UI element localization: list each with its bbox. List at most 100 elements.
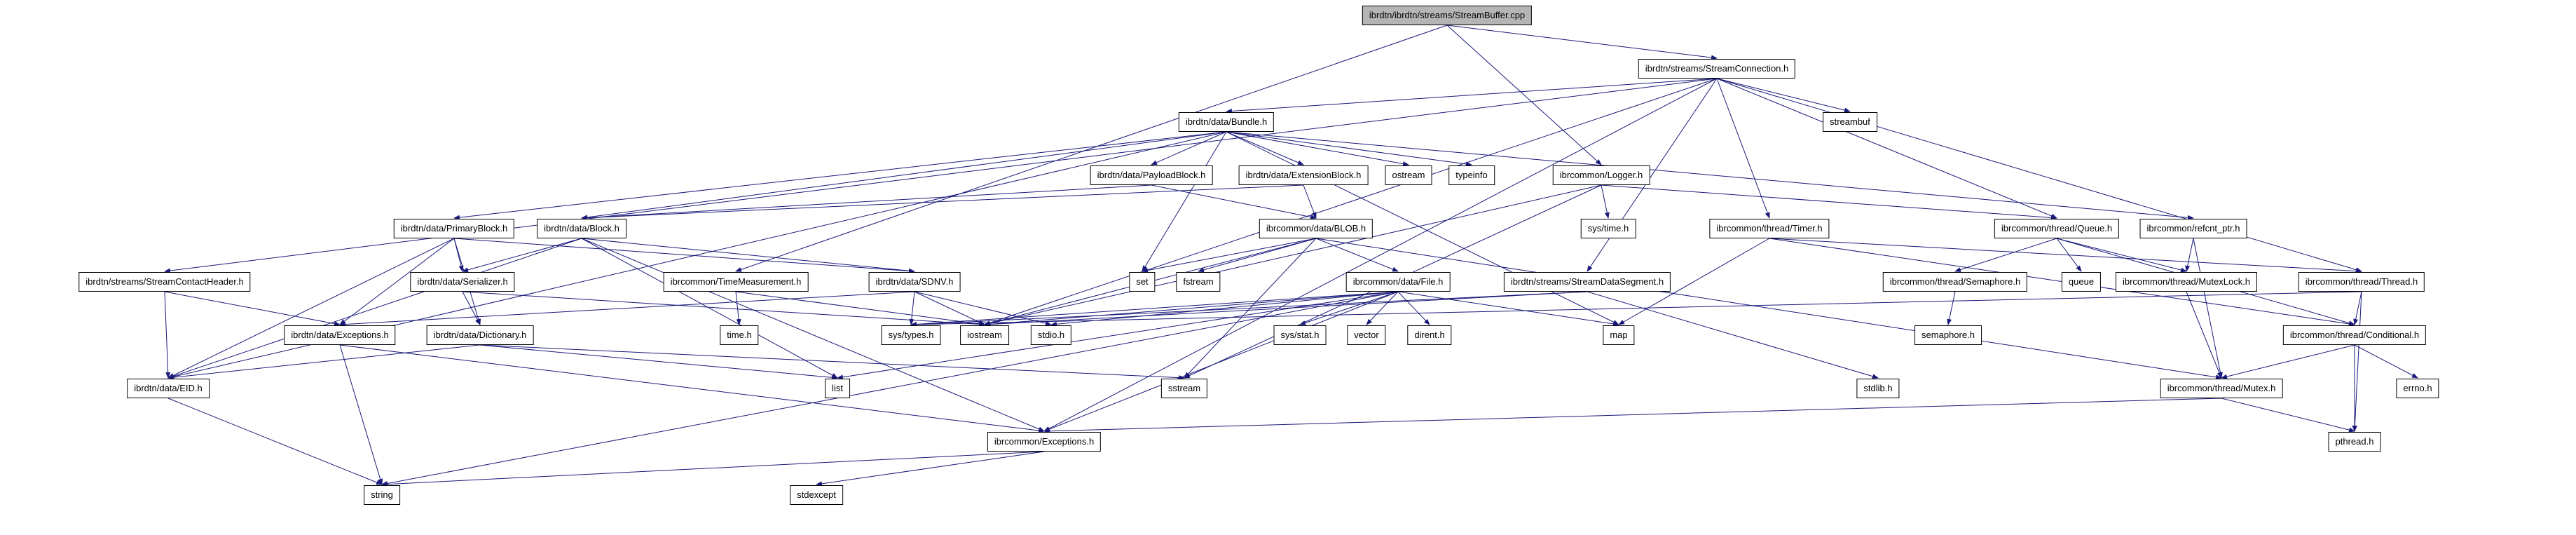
graph-node-file_h[interactable]: ibrcommon/data/File.h bbox=[1345, 272, 1451, 292]
graph-node-mutex_h[interactable]: ibrcommon/thread/Mutex.h bbox=[2160, 379, 2283, 398]
include-edge-bundle_h-to-typeinfo bbox=[1226, 131, 1472, 167]
include-edge-thread_h-to-conditional_h bbox=[2353, 291, 2362, 325]
include-edge-blob_h-to-fstream bbox=[1198, 238, 1317, 273]
graph-node-map[interactable]: map bbox=[1603, 325, 1635, 345]
include-edge-streamdatasegment_h-to-stdlib_h bbox=[1587, 291, 1879, 379]
include-edge-semaphore_h-to-semaphore_std_h bbox=[1947, 291, 1956, 325]
include-edge-payloadblock_h-to-blob_h bbox=[1151, 184, 1317, 219]
include-edge-mutexlock_h-to-mutex_h bbox=[2186, 291, 2222, 379]
include-edge-logger_h-to-queue_h bbox=[1601, 184, 2057, 220]
include-edge-streamconnection_h-to-streamcontactheader_h bbox=[164, 78, 1718, 273]
include-edge-thread_h-to-pthread_h bbox=[2352, 291, 2362, 432]
graph-node-time_h[interactable]: time.h bbox=[720, 325, 759, 345]
include-edge-mutex_h-to-pthread_h bbox=[2221, 398, 2355, 433]
include-edge-primaryblock_h-to-sdnv_h bbox=[453, 238, 915, 273]
graph-node-stdlib_h[interactable]: stdlib.h bbox=[1856, 379, 1900, 398]
graph-node-block_h[interactable]: ibrdtn/data/Block.h bbox=[537, 219, 626, 238]
graph-node-queue_std[interactable]: queue bbox=[2061, 272, 2102, 292]
include-edge-primaryblock_h-to-exceptions_dtn_h bbox=[339, 238, 455, 325]
include-edge-thread_h-to-sys_types_h bbox=[910, 291, 2362, 327]
include-edge-payloadblock_h-to-block_h bbox=[581, 184, 1152, 221]
graph-node-string[interactable]: string bbox=[364, 485, 400, 505]
include-edge-exceptions_common_h-to-string bbox=[381, 451, 1045, 487]
graph-node-list[interactable]: list bbox=[825, 379, 850, 398]
graph-node-serializer_h[interactable]: ibrdtn/data/Serializer.h bbox=[410, 272, 515, 292]
include-edge-mutex_h-to-exceptions_common_h bbox=[1043, 398, 2222, 434]
include-edge-streamconnection_h-to-timer_h bbox=[1716, 78, 1770, 219]
include-edge-bundle_h-to-map bbox=[1226, 131, 1619, 325]
graph-node-mutexlock_h[interactable]: ibrcommon/thread/MutexLock.h bbox=[2115, 272, 2258, 292]
include-edge-streamconnection_h-to-bundle_h bbox=[1226, 78, 1718, 114]
include-edge-file_h-to-map bbox=[1397, 291, 1619, 327]
include-edge-streambuffer_cpp-to-timemeasurement_h bbox=[735, 25, 1448, 272]
graph-node-queue_h[interactable]: ibrcommon/thread/Queue.h bbox=[1994, 219, 2120, 238]
graph-node-timer_h[interactable]: ibrcommon/thread/Timer.h bbox=[1709, 219, 1830, 238]
graph-node-iostream[interactable]: iostream bbox=[960, 325, 1009, 345]
graph-node-timemeasurement_h[interactable]: ibrcommon/TimeMeasurement.h bbox=[663, 272, 809, 292]
graph-node-dictionary_h[interactable]: ibrdtn/data/Dictionary.h bbox=[426, 325, 534, 345]
include-edge-block_h-to-serializer_h bbox=[462, 238, 582, 273]
include-edge-streamconnection_h-to-iostream bbox=[984, 78, 1718, 325]
include-edge-refcnt_ptr_h-to-mutexlock_h bbox=[2185, 238, 2194, 272]
graph-node-streamcontactheader_h[interactable]: ibrdtn/streams/StreamContactHeader.h bbox=[78, 272, 251, 292]
graph-node-eid_h[interactable]: ibrdtn/data/EID.h bbox=[127, 379, 210, 398]
include-edge-streamdatasegment_h-to-iostream bbox=[984, 291, 1588, 327]
graph-node-errno_h[interactable]: errno.h bbox=[2396, 379, 2439, 398]
graph-node-refcnt_ptr_h[interactable]: ibrcommon/refcnt_ptr.h bbox=[2139, 219, 2247, 238]
include-edge-streambuffer_cpp-to-streamconnection_h bbox=[1446, 25, 1718, 60]
include-edge-extensionblock_h-to-blob_h bbox=[1303, 184, 1317, 219]
include-edge-timemeasurement_h-to-iostream bbox=[735, 291, 985, 327]
graph-node-semaphore_std_h[interactable]: semaphore.h bbox=[1914, 325, 1982, 345]
graph-node-streamconnection_h[interactable]: ibrdtn/streams/StreamConnection.h bbox=[1638, 59, 1796, 79]
include-edge-logger_h-to-iostream bbox=[984, 184, 1602, 326]
include-edge-sdnv_h-to-iostream bbox=[914, 291, 985, 325]
include-edge-conditional_h-to-errno_h bbox=[2354, 344, 2418, 379]
include-edge-exceptions_common_h-to-stdexcept bbox=[816, 451, 1045, 487]
include-edge-file_h-to-vector bbox=[1366, 291, 1399, 325]
graph-node-bundle_h[interactable]: ibrdtn/data/Bundle.h bbox=[1178, 112, 1275, 132]
graph-node-fstream[interactable]: fstream bbox=[1176, 272, 1221, 292]
include-edge-queue_h-to-queue_std bbox=[2056, 238, 2082, 272]
include-edge-timer_h-to-thread_h bbox=[1769, 238, 2362, 274]
graph-node-blob_h[interactable]: ibrcommon/data/BLOB.h bbox=[1259, 219, 1373, 238]
graph-node-thread_h[interactable]: ibrcommon/thread/Thread.h bbox=[2298, 272, 2425, 292]
graph-node-primaryblock_h[interactable]: ibrdtn/data/PrimaryBlock.h bbox=[393, 219, 515, 238]
graph-node-set[interactable]: set bbox=[1129, 272, 1156, 292]
include-edge-primaryblock_h-to-serializer_h bbox=[453, 238, 464, 272]
include-edge-sdnv_h-to-stdio_h bbox=[914, 291, 1052, 326]
graph-node-exceptions_dtn_h[interactable]: ibrdtn/data/Exceptions.h bbox=[284, 325, 396, 345]
graph-node-streambuffer_cpp[interactable]: ibrdtn/ibrdtn/streams/StreamBuffer.cpp bbox=[1362, 6, 1533, 25]
include-edge-serializer_h-to-iostream bbox=[462, 291, 985, 327]
include-edge-streamconnection_h-to-queue_h bbox=[1716, 78, 2057, 219]
graph-node-stdexcept[interactable]: stdexcept bbox=[790, 485, 843, 505]
include-edge-blob_h-to-mutex_h bbox=[1315, 238, 2222, 380]
graph-node-extensionblock_h[interactable]: ibrdtn/data/ExtensionBlock.h bbox=[1238, 165, 1369, 185]
graph-node-vector[interactable]: vector bbox=[1347, 325, 1386, 345]
include-edge-logger_h-to-sys_time_h bbox=[1601, 184, 1610, 219]
graph-node-typeinfo[interactable]: typeinfo bbox=[1448, 165, 1495, 185]
include-edge-queue_h-to-mutexlock_h bbox=[2056, 238, 2187, 273]
graph-node-dirent_h[interactable]: dirent.h bbox=[1407, 325, 1452, 345]
graph-node-pthread_h[interactable]: pthread.h bbox=[2328, 432, 2381, 452]
graph-node-sys_time_h[interactable]: sys/time.h bbox=[1580, 219, 1636, 238]
graph-node-streambuf[interactable]: streambuf bbox=[1823, 112, 1877, 132]
include-edge-exceptions_dtn_h-to-string bbox=[339, 344, 383, 485]
graph-node-sys_types_h[interactable]: sys/types.h bbox=[881, 325, 941, 345]
include-edge-streamconnection_h-to-streamdatasegment_h bbox=[1587, 78, 1718, 272]
include-edge-file_h-to-sys_stat_h bbox=[1299, 291, 1399, 325]
include-edge-dictionary_h-to-sstream bbox=[479, 344, 1185, 381]
graph-node-ostream[interactable]: ostream bbox=[1385, 165, 1432, 185]
include-edge-blob_h-to-set bbox=[1142, 238, 1317, 273]
graph-node-conditional_h[interactable]: ibrcommon/thread/Conditional.h bbox=[2282, 325, 2427, 345]
graph-node-sdnv_h[interactable]: ibrdtn/data/SDNV.h bbox=[868, 272, 961, 292]
graph-node-payloadblock_h[interactable]: ibrdtn/data/PayloadBlock.h bbox=[1090, 165, 1213, 185]
include-edge-file_h-to-list bbox=[837, 291, 1399, 380]
graph-node-streamdatasegment_h[interactable]: ibrdtn/streams/StreamDataSegment.h bbox=[1503, 272, 1671, 292]
graph-node-exceptions_common_h[interactable]: ibrcommon/Exceptions.h bbox=[987, 432, 1102, 452]
include-edge-extensionblock_h-to-block_h bbox=[581, 184, 1304, 221]
graph-node-stdio_h[interactable]: stdio.h bbox=[1030, 325, 1072, 345]
graph-node-semaphore_h[interactable]: ibrcommon/thread/Semaphore.h bbox=[1882, 272, 2028, 292]
graph-node-sstream[interactable]: sstream bbox=[1160, 379, 1208, 398]
graph-node-logger_h[interactable]: ibrcommon/Logger.h bbox=[1552, 165, 1650, 185]
graph-node-sys_stat_h[interactable]: sys/stat.h bbox=[1273, 325, 1327, 345]
